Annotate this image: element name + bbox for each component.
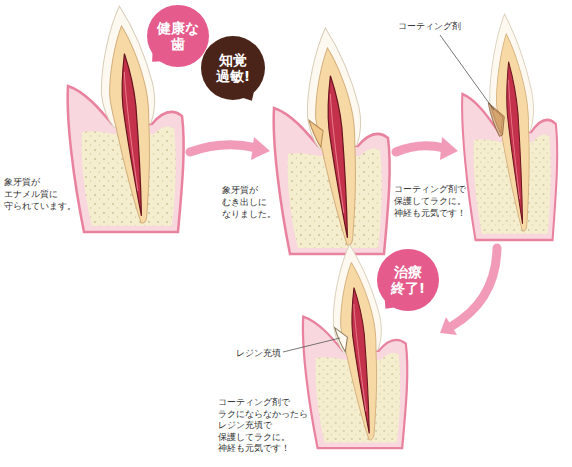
bubble-text: 治療 終了! bbox=[391, 264, 425, 296]
speech-bubble: 健康な 歯 bbox=[147, 5, 209, 67]
caption: 象牙質が むき出しに なりました。 bbox=[222, 184, 276, 220]
tooth bbox=[482, 11, 544, 234]
bubble-circle bbox=[147, 5, 209, 67]
part-label: レジン充填 bbox=[236, 347, 281, 359]
tooth bbox=[299, 25, 374, 248]
speech-bubble: 知覚 過敏! bbox=[201, 36, 265, 100]
tooth-illustration bbox=[274, 25, 390, 254]
leader-line bbox=[440, 35, 494, 110]
resin-filling bbox=[335, 326, 349, 352]
bubble-circle bbox=[201, 36, 265, 100]
caption: 象牙質が エナメル質に 守られています。 bbox=[4, 176, 76, 212]
tooth-illustration bbox=[462, 11, 557, 240]
bubble-text: 知覚 過敏! bbox=[216, 52, 250, 84]
speech-bubble: 治療 終了! bbox=[377, 249, 439, 311]
caption: コーティング剤で 保護してラクに。 神経も元気です！ bbox=[394, 183, 466, 219]
part-label: コーティング剤 bbox=[398, 20, 461, 32]
arrow-head bbox=[251, 137, 270, 160]
arrow-head bbox=[440, 137, 458, 160]
arrow-head bbox=[440, 317, 457, 335]
flow-arrow bbox=[190, 145, 256, 152]
flow-arrow bbox=[396, 146, 444, 152]
leader-line bbox=[283, 338, 340, 352]
bubble-circle bbox=[377, 249, 439, 311]
exposed-dentin bbox=[309, 119, 325, 148]
caption: コーティング剤で ラクにならなかったら レジン充填で 保護してラクに。 神経も元… bbox=[218, 397, 308, 455]
flow-arrow bbox=[452, 248, 497, 326]
bubble-text: 健康な 歯 bbox=[157, 20, 199, 52]
